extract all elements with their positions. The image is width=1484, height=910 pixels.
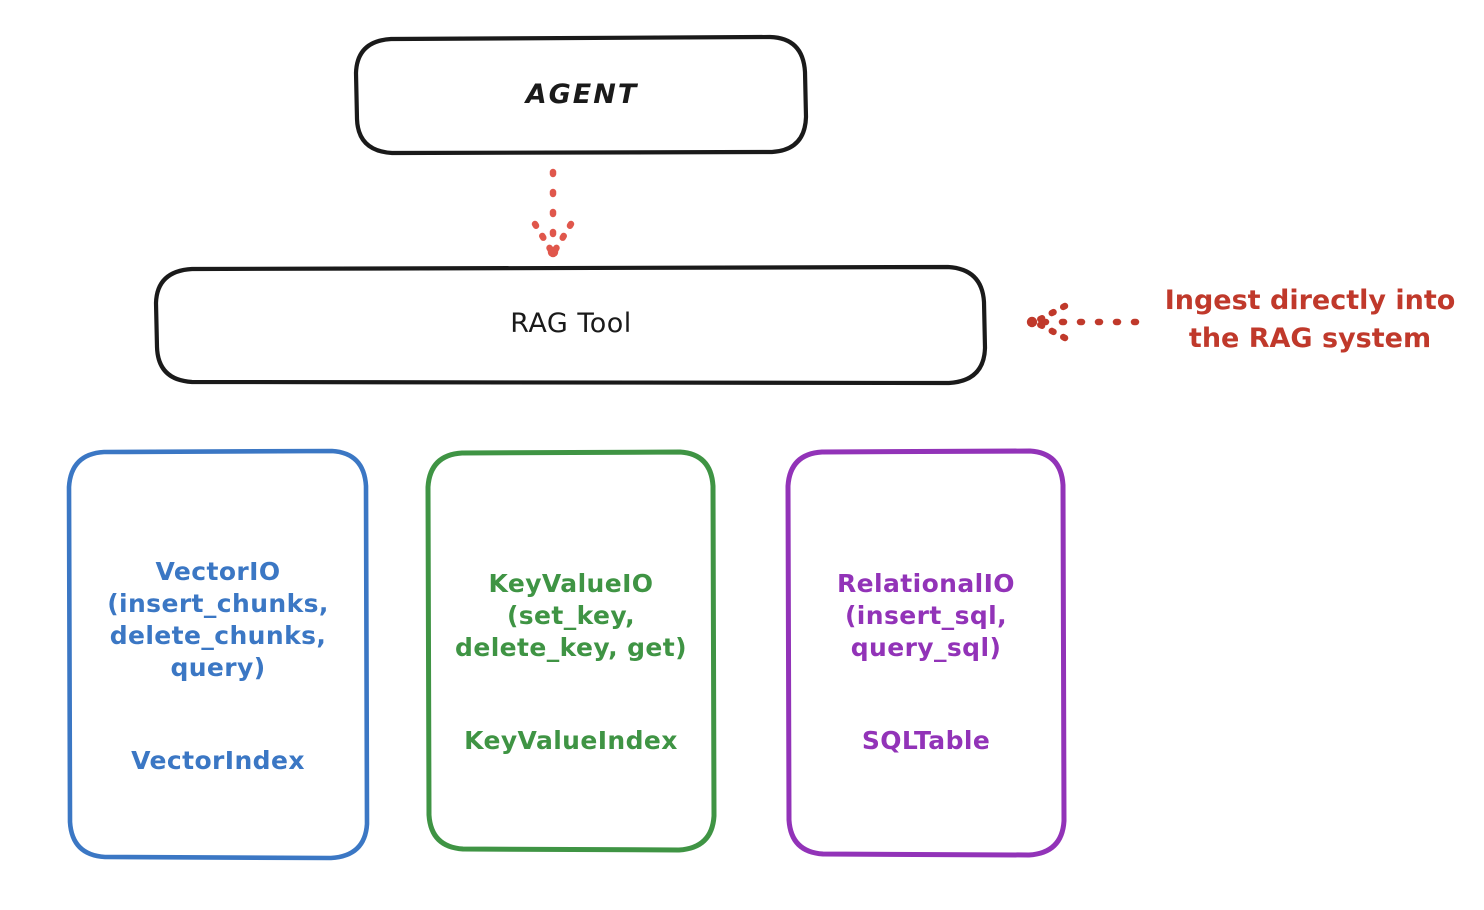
agent-box-outline <box>353 34 809 156</box>
dotted-down-arrow-tip <box>547 246 559 258</box>
vector-io-label: VectorIO (insert_chunks, delete_chunks, … <box>72 536 364 797</box>
agent-label: AGENT <box>525 79 639 110</box>
node-vector-io[interactable] <box>66 448 370 861</box>
dotted-left-arrow-head-top <box>1031 302 1069 326</box>
dotted-down-arrow-head-right <box>550 220 575 256</box>
vector-io-title: VectorIO (insert_chunks, delete_chunks, … <box>107 557 329 683</box>
relational-io-title: RelationalIO (insert_sql, query_sql) <box>837 569 1015 663</box>
relational-io-box-outline <box>785 448 1067 858</box>
vector-io-box-outline <box>66 448 370 861</box>
relational-io-subtitle: SQLTable <box>861 725 991 755</box>
key-value-io-box-outline <box>425 449 717 853</box>
key-value-io-label: KeyValueIO (set_key, delete_key, get) Ke… <box>430 548 712 777</box>
ingest-annotation-label: Ingest directly into the RAG system <box>1164 285 1456 355</box>
node-key-value-io[interactable] <box>425 449 717 853</box>
dotted-down-arrow-head-left <box>531 220 556 256</box>
dotted-left-arrow-head-bottom <box>1031 318 1069 342</box>
rag-tool-label: RAG Tool <box>510 308 632 339</box>
relational-io-label: RelationalIO (insert_sql, query_sql) SQL… <box>790 548 1062 777</box>
node-relational-io[interactable] <box>785 448 1067 858</box>
vector-io-subtitle: VectorIndex <box>131 745 305 775</box>
dotted-left-arrow <box>1026 302 1140 342</box>
dotted-left-arrow-tip <box>1026 316 1038 328</box>
node-rag-tool[interactable] <box>153 264 988 386</box>
node-agent[interactable] <box>353 34 809 156</box>
key-value-io-title: KeyValueIO (set_key, delete_key, get) <box>455 569 687 663</box>
dotted-down-arrow <box>531 168 575 258</box>
key-value-io-subtitle: KeyValueIndex <box>464 725 678 755</box>
rag-tool-box-outline <box>153 264 988 386</box>
